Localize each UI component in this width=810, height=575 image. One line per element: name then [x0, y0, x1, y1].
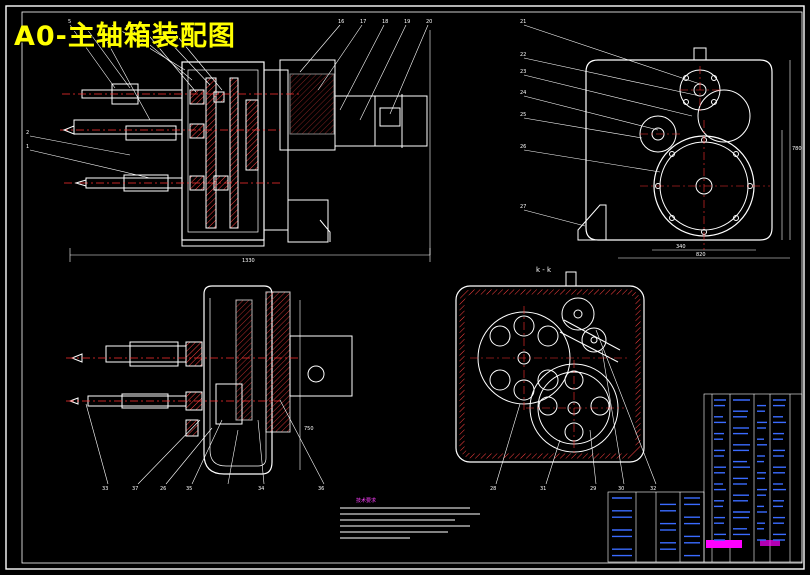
callout-31: 31	[540, 486, 546, 492]
callout-24: 24	[520, 90, 526, 96]
callout-1: 1	[26, 144, 29, 150]
callout-18: 18	[382, 19, 388, 25]
plan-view	[66, 285, 353, 475]
callout-21: 21	[520, 19, 526, 25]
callout-19: 19	[404, 19, 410, 25]
callout-17: 17	[360, 19, 366, 25]
front-view	[60, 30, 431, 262]
drawing-border-outer	[5, 5, 805, 570]
side-callout-numbers: 21 22 23 24 25 26 27 340 820 780	[520, 19, 802, 258]
callout-26b: 26	[160, 486, 166, 492]
callout-5: 5	[68, 19, 71, 25]
callout-30: 30	[618, 486, 624, 492]
callout-26: 26	[520, 144, 526, 150]
side-callout-leaders	[523, 24, 701, 227]
callout-16: 16	[338, 19, 344, 25]
section-label: k - k	[536, 266, 552, 274]
side-dim-h: 780	[792, 146, 802, 152]
callout-25: 25	[520, 112, 526, 118]
callout-34: 34	[258, 486, 264, 492]
parts-list-table	[607, 393, 803, 563]
callout-2: 2	[26, 130, 29, 136]
front-width-dim: 1330	[242, 258, 255, 264]
kk-callout-leaders	[495, 329, 657, 485]
front-callout-numbers: 5 16 17 18 19 20 2 1	[26, 19, 432, 150]
side-view	[577, 47, 791, 259]
tech-requirements-heading: 技术要求	[356, 497, 376, 504]
side-dim-w2: 820	[696, 252, 706, 258]
drawing-border-inner	[21, 11, 803, 564]
callout-27: 27	[520, 204, 526, 210]
side-centerlines	[640, 66, 770, 250]
callout-22: 22	[520, 52, 526, 58]
callout-35: 35	[186, 486, 192, 492]
plan-callout-numbers: 33 37 26 35 34 36	[102, 486, 324, 492]
callout-28: 28	[490, 486, 496, 492]
callout-33: 33	[102, 486, 108, 492]
parts-list-rows	[612, 399, 786, 557]
callout-20: 20	[426, 19, 432, 25]
front-callout-leaders	[29, 24, 429, 179]
plan-dim-h: 750	[304, 426, 314, 432]
callout-23: 23	[520, 69, 526, 75]
tech-requirements-lines	[340, 507, 480, 539]
callout-36: 36	[318, 486, 324, 492]
callout-32: 32	[650, 486, 656, 492]
drawing-title: A0-主轴箱装配图	[14, 21, 236, 52]
kk-callout-numbers: 28 31 29 30 32	[490, 486, 656, 492]
callout-37: 37	[132, 486, 138, 492]
side-dim-w1: 340	[676, 244, 686, 250]
plan-callout-leaders	[85, 399, 325, 485]
callout-29: 29	[590, 486, 596, 492]
